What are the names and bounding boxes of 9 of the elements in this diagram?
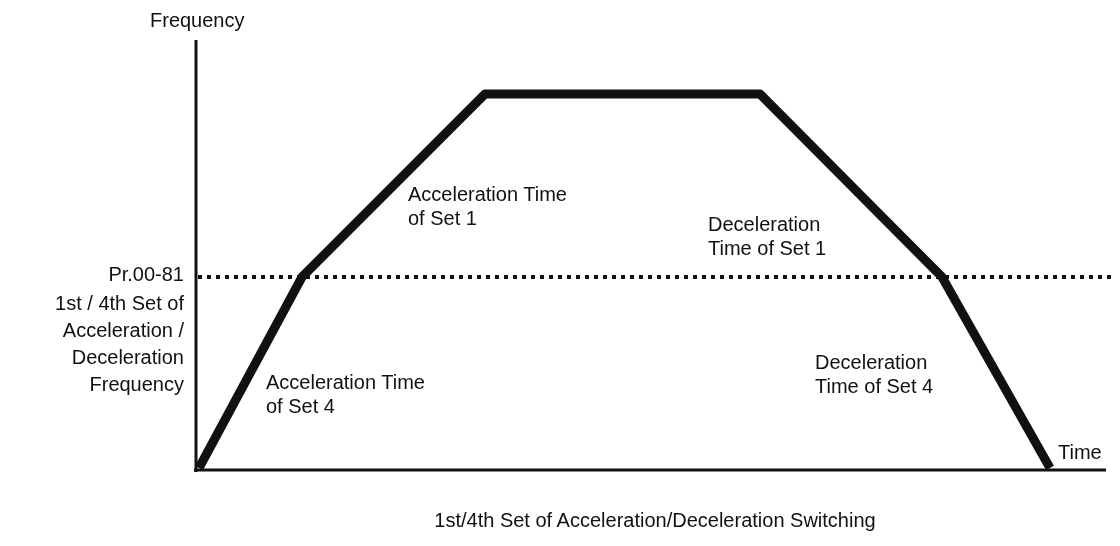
threshold-label: 1st / 4th Set of Acceleration / Deceleration Frequency (54, 291, 184, 397)
curve-label: Deceleration Time of Set 4 (815, 350, 935, 398)
threshold-label: Pr.00-81 (107, 262, 184, 286)
axis-label: Frequency (150, 8, 246, 32)
curve-label: Acceleration Time of Set 4 (266, 370, 426, 418)
curve-label: Deceleration Time of Set 1 (708, 212, 828, 260)
caption: 1st/4th Set of Acceleration/Deceleration Switching (433, 508, 877, 532)
curve-label: Acceleration Time of Set 1 (408, 182, 568, 230)
axis-label: Time (1058, 440, 1103, 464)
